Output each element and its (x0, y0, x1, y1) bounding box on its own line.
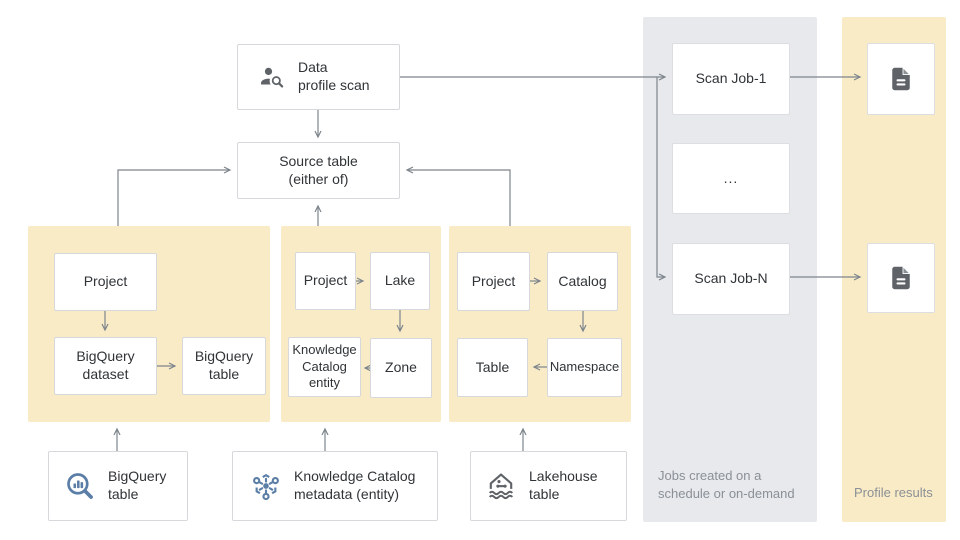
document-icon (886, 263, 916, 293)
bigquery-dataset-label-line2: dataset (82, 366, 129, 382)
results-caption: Profile results (854, 484, 944, 502)
lake-project-node: Project (295, 252, 356, 310)
hex-network-icon (249, 469, 283, 503)
entity-label-line2: Catalog (302, 358, 347, 374)
lake-project-label: Project (303, 272, 348, 289)
catalog-label: Catalog (558, 272, 607, 289)
scan-job-1-label: Scan Job-1 (695, 70, 767, 87)
table-node: Table (457, 338, 528, 397)
profile-result-1-box (867, 43, 935, 115)
person-search-icon (258, 63, 286, 91)
scan-job-n-node: Scan Job-N (672, 243, 790, 315)
bigquery-source-label-line2: table (108, 486, 139, 502)
scan-job-ellipsis-label: ... (723, 169, 739, 186)
catalog-project-node: Project (457, 252, 530, 311)
bigquery-table-source-box: BigQuery table (48, 451, 188, 521)
lake-label: Lake (384, 272, 416, 289)
jobs-caption-line2: schedule or on-demand (658, 485, 795, 501)
scan-job-n-label: Scan Job-N (694, 270, 768, 287)
source-node-label-line2: (either of) (288, 170, 349, 187)
bigquery-project-node: Project (54, 253, 157, 311)
bigquery-dataset-label-line1: BigQuery (76, 348, 135, 365)
jobs-caption-line1: Jobs created on a (658, 468, 762, 483)
bigquery-table-label-line1: BigQuery (194, 348, 254, 365)
catalog-project-label: Project (471, 272, 516, 289)
document-icon (886, 64, 916, 94)
source-node-label-line1: Source table (279, 152, 358, 169)
catalog-node: Catalog (547, 252, 618, 311)
results-caption-text: Profile results (854, 485, 933, 500)
lakehouse-source-box: Lakehouse table (470, 451, 627, 521)
bigquery-table-label-line2: table (208, 366, 240, 382)
lakehouse-source-label-line1: Lakehouse (529, 468, 598, 485)
source-table-node: Source table (either of) (237, 142, 400, 199)
scan-job-1-node: Scan Job-1 (672, 43, 790, 115)
namespace-node: Namespace (547, 338, 622, 397)
knowledge-catalog-entity-node: Knowledge Catalog entity (288, 337, 361, 397)
bigquery-table-node: BigQuery table (182, 337, 266, 395)
bigquery-lens-icon (63, 469, 97, 503)
jobs-caption: Jobs created on a schedule or on-demand (658, 467, 813, 503)
house-waves-icon (484, 469, 518, 503)
entity-label-line1: Knowledge (292, 342, 357, 358)
profile-result-n-box (867, 243, 935, 313)
scan-job-ellipsis-node: ... (672, 143, 790, 214)
scan-node-label-line2: profile scan (298, 77, 370, 93)
namespace-label: Namespace (549, 359, 620, 375)
knowledge-catalog-source-box: Knowledge Catalog metadata (entity) (232, 451, 438, 521)
zone-node: Zone (370, 338, 432, 398)
entity-label-line3: entity (308, 375, 341, 391)
bigquery-project-label: Project (83, 273, 128, 290)
scan-node-label-line1: Data (298, 59, 328, 76)
table-label: Table (475, 358, 510, 375)
kc-source-label-line2: metadata (entity) (294, 486, 400, 502)
zone-label: Zone (385, 359, 417, 376)
lakehouse-source-label-line2: table (529, 486, 560, 502)
bigquery-source-label-line1: BigQuery (108, 468, 167, 485)
lake-node: Lake (370, 252, 430, 310)
data-profile-scan-node: Data profile scan (237, 44, 400, 110)
kc-source-label-line1: Knowledge Catalog (294, 468, 416, 485)
bigquery-dataset-node: BigQuery dataset (54, 337, 157, 395)
